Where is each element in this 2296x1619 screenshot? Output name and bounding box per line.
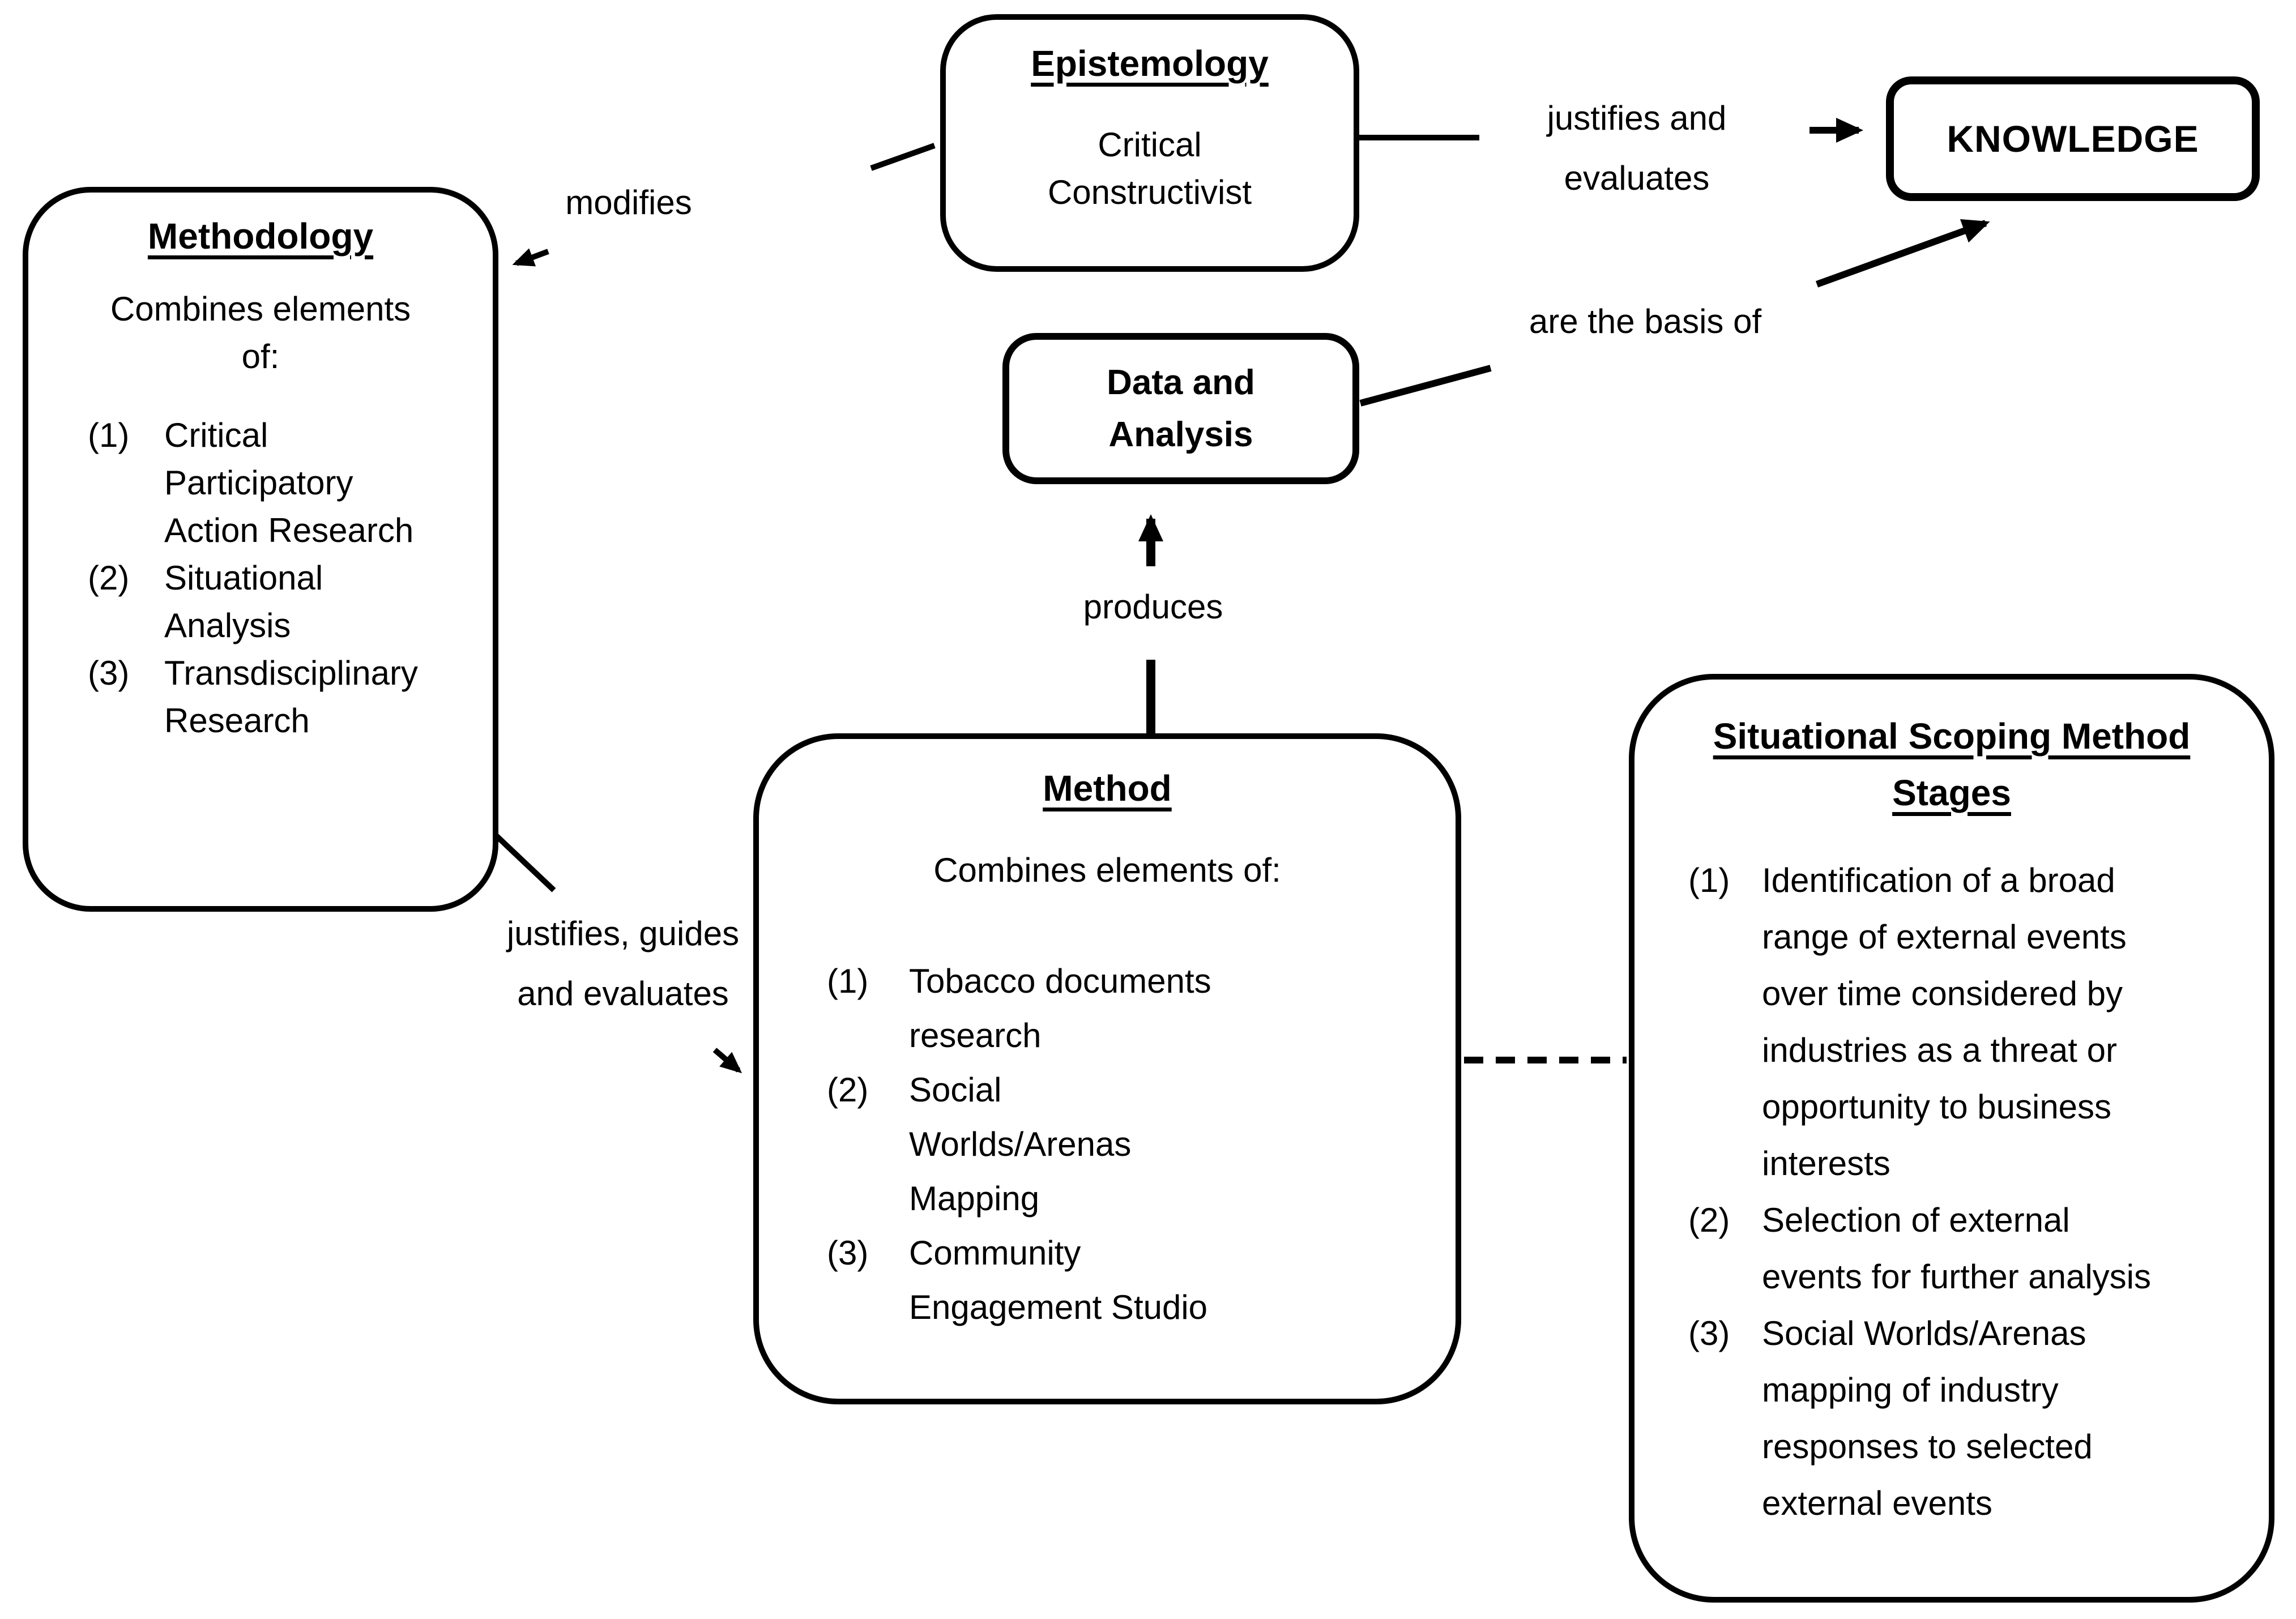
- method-box: Method Combines elements of: (1) Tobacco…: [753, 733, 1461, 1404]
- list-item: (2) Selection of external events for fur…: [1688, 1201, 2151, 1296]
- situational-scoping-box: Situational Scoping Method Stages (1) Id…: [1629, 674, 2274, 1603]
- epistemology-subtitle-line: Critical: [1098, 126, 1202, 164]
- method-intro-line: Combines elements of:: [933, 851, 1281, 889]
- are-basis-of-label: are the basis of: [1529, 302, 1762, 340]
- list-item: (2) Situational Analysis: [88, 559, 323, 644]
- list-item: (2) Social Worlds/Arenas Mapping: [827, 1071, 1132, 1218]
- justifies-guides-label: justifies, guides and evaluates: [506, 915, 740, 1013]
- situational-title-line: Situational Scoping Method: [1713, 716, 2191, 757]
- epistemology-box: Epistemology Critical Constructivist: [940, 14, 1359, 272]
- epistemology-title: Epistemology: [1031, 43, 1269, 84]
- list-item: (3) Transdisciplinary Research: [88, 654, 418, 740]
- situational-list: (1) Identification of a broad range of e…: [1657, 852, 2246, 1532]
- modifies-arrow: [512, 248, 549, 267]
- knowledge-title: KNOWLEDGE: [1947, 118, 2199, 160]
- methodology-box: Methodology Combines elements of: (1) Cr…: [23, 187, 498, 912]
- list-item: (3) Social Worlds/Arenas mapping of indu…: [1688, 1314, 2093, 1522]
- list-item: (3) Community Engagement Studio: [827, 1234, 1208, 1326]
- situational-title-line: Stages: [1892, 772, 2011, 813]
- method-list: (1) Tobacco documents research (2) Socia…: [793, 954, 1422, 1335]
- list-item: (1) Tobacco documents research: [827, 962, 1211, 1054]
- data-analysis-title-line: Analysis: [1108, 415, 1253, 454]
- list-item: (1) Identification of a broad range of e…: [1688, 861, 2127, 1182]
- produces-label: produces: [1083, 588, 1223, 626]
- modifies-label: modifies: [565, 183, 692, 221]
- justifies-evaluates-label: justifies and evaluates: [1547, 99, 1727, 197]
- list-item: (1) Critical Participatory Action Resear…: [88, 416, 414, 549]
- justifies-guides-line-segment: [489, 829, 556, 892]
- epistemology-subtitle-line: Constructivist: [1047, 173, 1252, 211]
- data-analysis-title-line: Data and: [1107, 362, 1255, 402]
- modifies-line-segment: [870, 143, 936, 171]
- method-title: Method: [1043, 768, 1172, 809]
- methodology-list: (1) Critical Participatory Action Resear…: [57, 412, 464, 745]
- methodology-title: Methodology: [147, 216, 374, 257]
- data-analysis-box: Data and Analysis: [1002, 333, 1359, 484]
- methodology-intro-line: of:: [241, 338, 280, 375]
- basis-line-segment: [1359, 365, 1492, 407]
- knowledge-box: KNOWLEDGE: [1886, 76, 2260, 201]
- basis-arrow: [1815, 219, 1990, 288]
- justifies-guides-arrow: [712, 1048, 742, 1074]
- methodology-intro-line: Combines elements: [110, 290, 411, 328]
